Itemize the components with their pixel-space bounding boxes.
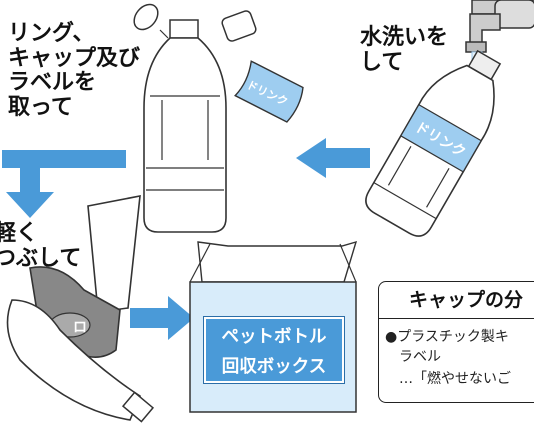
removed-label: ドリンク <box>234 60 304 123</box>
crushed-bottle: ロ <box>6 195 155 423</box>
notice-line-3: …「燃やせないご <box>399 371 511 387</box>
notice-line-1: ●プラスチック製キ <box>385 329 509 345</box>
cap-icon <box>133 3 257 42</box>
collection-box-label: ペットボトル回収ボックス <box>203 316 345 384</box>
step-crush-text: 軽くつぶして <box>0 221 82 271</box>
cap-notice-box: キャップの分 ●プラスチック製キ ラベル …「燃やせないご <box>378 281 534 403</box>
arrow-down-icon <box>2 150 126 218</box>
arrow-right-icon <box>130 296 194 340</box>
clean-bottle <box>143 19 227 233</box>
arrow-left-icon <box>296 138 370 178</box>
crushed-label-text: ロ <box>73 320 87 336</box>
washed-bottle: ドリンク <box>365 49 502 237</box>
step-remove-text: リング、キャップ及びラベルを取って <box>8 21 141 120</box>
notice-title: キャップの分 <box>379 282 534 319</box>
notice-line-2: ラベル <box>399 349 441 365</box>
step-wash-text: 水洗いをして <box>360 25 449 75</box>
